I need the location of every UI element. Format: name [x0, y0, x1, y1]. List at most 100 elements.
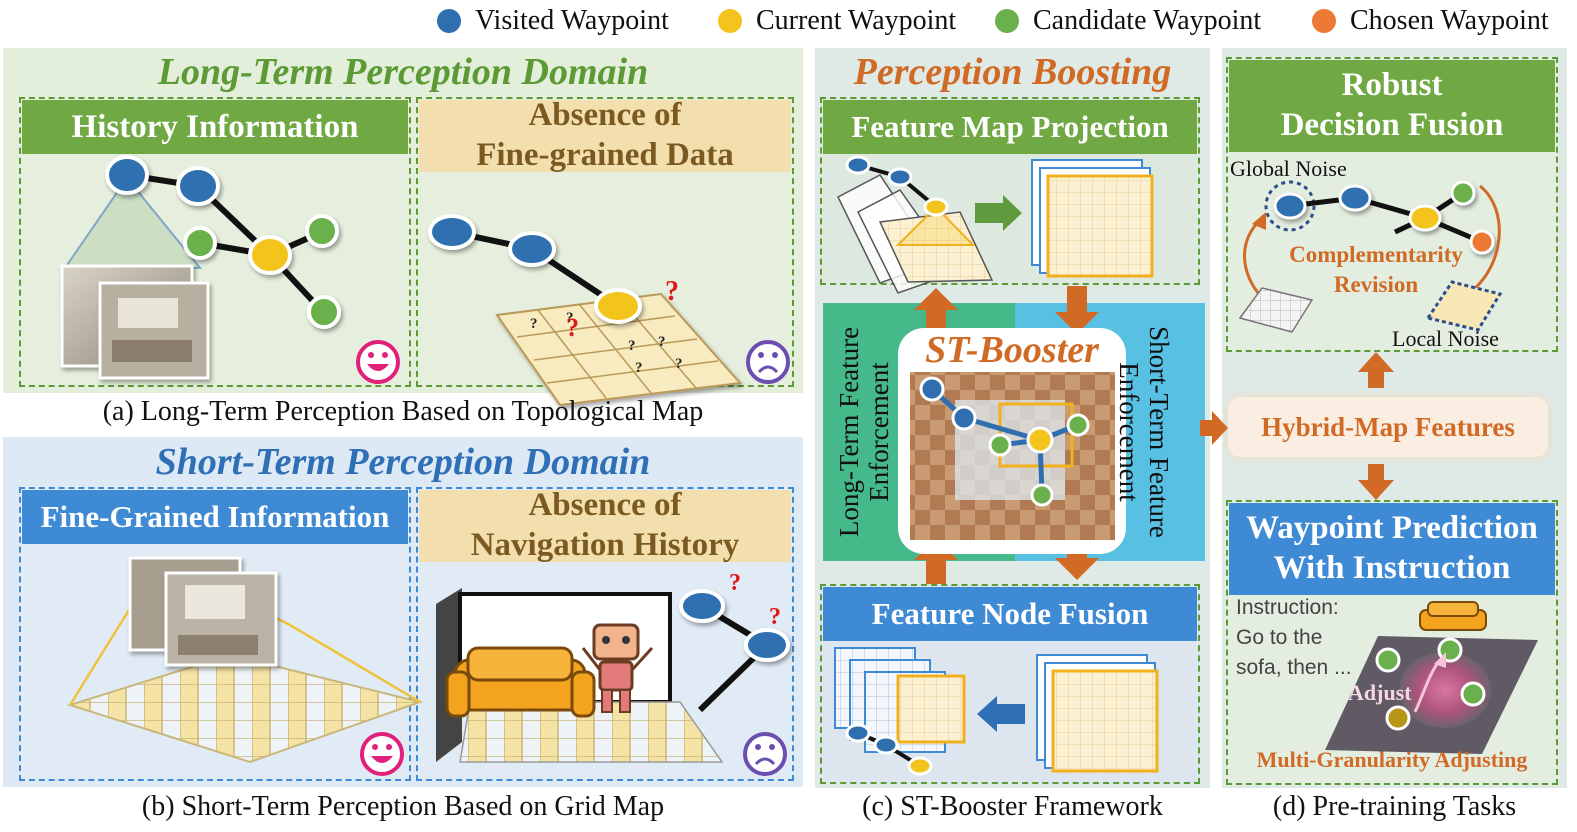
right-arrow-icon: [1200, 411, 1228, 445]
revision-arrow: [1243, 218, 1264, 299]
candidate-waypoint: [307, 295, 341, 329]
banner-line: Absence of: [528, 487, 682, 524]
up-arrow-icon: [914, 288, 958, 336]
happy-face-icon: [356, 340, 400, 384]
history-info-banner: History Information: [22, 100, 408, 154]
visited-waypoint: [744, 628, 790, 662]
legend-label: Current Waypoint: [756, 5, 957, 36]
legend-visited: Visited Waypoint: [437, 4, 669, 38]
chosen-dot-icon: [1312, 9, 1336, 33]
banner-line: Navigation History: [470, 527, 740, 563]
question-mark: ?: [566, 313, 579, 342]
candidate-waypoint: [1460, 681, 1486, 707]
long-term-enforcement-label: Long-Term Feature Enforcement: [834, 327, 894, 537]
down-arrow-icon: [1055, 534, 1099, 580]
caption-c: (c) ST-Booster Framework: [862, 791, 1163, 822]
vertical-label-line: Enforcement: [1114, 362, 1144, 502]
short-term-enforcement-label: Short-Term Feature Enforcement: [1114, 326, 1174, 538]
banner-line: With Instruction: [1273, 550, 1511, 586]
perception-boosting-title: Perception Boosting: [853, 51, 1172, 93]
svg-text:?: ?: [530, 316, 538, 332]
fine-grained-absence-banner: Absence of Fine-grained Data: [419, 97, 791, 173]
visited-dot-icon: [437, 9, 461, 33]
visited-waypoint: [508, 231, 556, 267]
svg-text:?: ?: [658, 334, 666, 350]
vertical-label-line: Enforcement: [864, 362, 894, 502]
current-waypoint: [1408, 204, 1442, 232]
banner-line: Fine-grained Data: [476, 137, 734, 173]
current-waypoint: [1385, 705, 1411, 731]
sofa-icon: [445, 646, 596, 718]
sofa-shape: [112, 340, 192, 362]
right-arrow-icon: [975, 195, 1022, 231]
down-arrow-icon: [1055, 286, 1099, 334]
svg-text:?: ?: [628, 338, 636, 354]
candidate-waypoint: [1450, 180, 1476, 206]
feature-map-projection-banner: Feature Map Projection: [823, 100, 1197, 154]
legend-chosen: Chosen Waypoint: [1312, 4, 1549, 38]
candidate-waypoint: [988, 433, 1012, 457]
local-noise-label: Local Noise: [1392, 326, 1499, 351]
feature-node-fusion-banner: Feature Node Fusion: [823, 587, 1197, 641]
visited-waypoint: [1273, 192, 1307, 220]
legend-current: Current Waypoint: [718, 4, 956, 38]
visited-waypoint: [679, 589, 725, 623]
robust-decision-banner: Robust Decision Fusion: [1229, 60, 1555, 152]
window-shape: [185, 585, 245, 619]
global-noise-label: Global Noise: [1230, 156, 1347, 181]
robot-icon: [581, 623, 654, 713]
window-shape: [118, 298, 178, 328]
question-mark: ?: [729, 570, 741, 596]
visited-waypoint: [105, 155, 149, 195]
question-mark: ?: [665, 276, 679, 307]
global-noise-ring: [1264, 180, 1316, 232]
banner-line: Robust: [1341, 67, 1443, 104]
vertical-label-line: Short-Term Feature: [1144, 326, 1174, 538]
multi-granularity-label: Multi-Granularity Adjusting: [1257, 747, 1528, 772]
current-waypoint: [594, 288, 642, 324]
sad-face-icon: [743, 732, 787, 776]
sad-face-icon: [746, 340, 790, 384]
legend-label: Candidate Waypoint: [1033, 5, 1262, 36]
legend-label: Chosen Waypoint: [1350, 5, 1549, 36]
happy-face-icon: [360, 732, 404, 776]
history-absence-banner: Absence of Navigation History: [419, 487, 791, 563]
arrowhead-icon: [1252, 212, 1266, 230]
candidate-waypoint: [1030, 483, 1054, 507]
svg-text:?: ?: [566, 310, 574, 326]
down-arrow-icon: [1358, 464, 1394, 500]
revision-arrow: [1464, 184, 1501, 298]
short-term-domain-title: Short-Term Perception Domain: [155, 441, 651, 483]
revision-label: Revision: [1334, 272, 1419, 297]
local-noise-map: [1425, 280, 1503, 332]
arrowhead-icon: [1434, 652, 1446, 668]
global-noise-map: [1238, 287, 1314, 333]
candidate-waypoint: [305, 214, 339, 248]
current-dot-icon: [718, 9, 742, 33]
instruction-text: Go to the: [1236, 626, 1322, 649]
svg-text:?: ?: [675, 356, 683, 372]
banner-line: Decision Fusion: [1280, 107, 1504, 143]
adjust-label: Adjust: [1348, 680, 1412, 705]
candidate-waypoint: [1375, 647, 1401, 673]
caption-b: (b) Short-Term Perception Based on Grid …: [141, 791, 665, 822]
feature-map-stack: [1031, 159, 1154, 278]
hybrid-map-features: Hybrid-Map Features: [1228, 397, 1548, 457]
visited-waypoint: [428, 214, 476, 250]
up-arrow-icon: [1358, 352, 1394, 388]
st-booster-label: ST-Booster: [925, 329, 1100, 371]
fusion-maps-right: [1036, 654, 1159, 773]
banner-line: Absence of: [528, 97, 682, 134]
fusion-maps-left: [834, 647, 966, 776]
caption-d: (d) Pre-training Tasks: [1272, 791, 1517, 822]
waypoint-prediction-banner: Waypoint Prediction With Instruction: [1229, 503, 1555, 595]
candidate-waypoint: [183, 226, 217, 260]
long-term-domain-title: Long-Term Perception Domain: [157, 51, 649, 93]
sofa-shape: [178, 635, 258, 655]
candidate-waypoint: [1066, 413, 1090, 437]
visited-waypoint: [919, 376, 945, 402]
candidate-dot-icon: [995, 9, 1019, 33]
